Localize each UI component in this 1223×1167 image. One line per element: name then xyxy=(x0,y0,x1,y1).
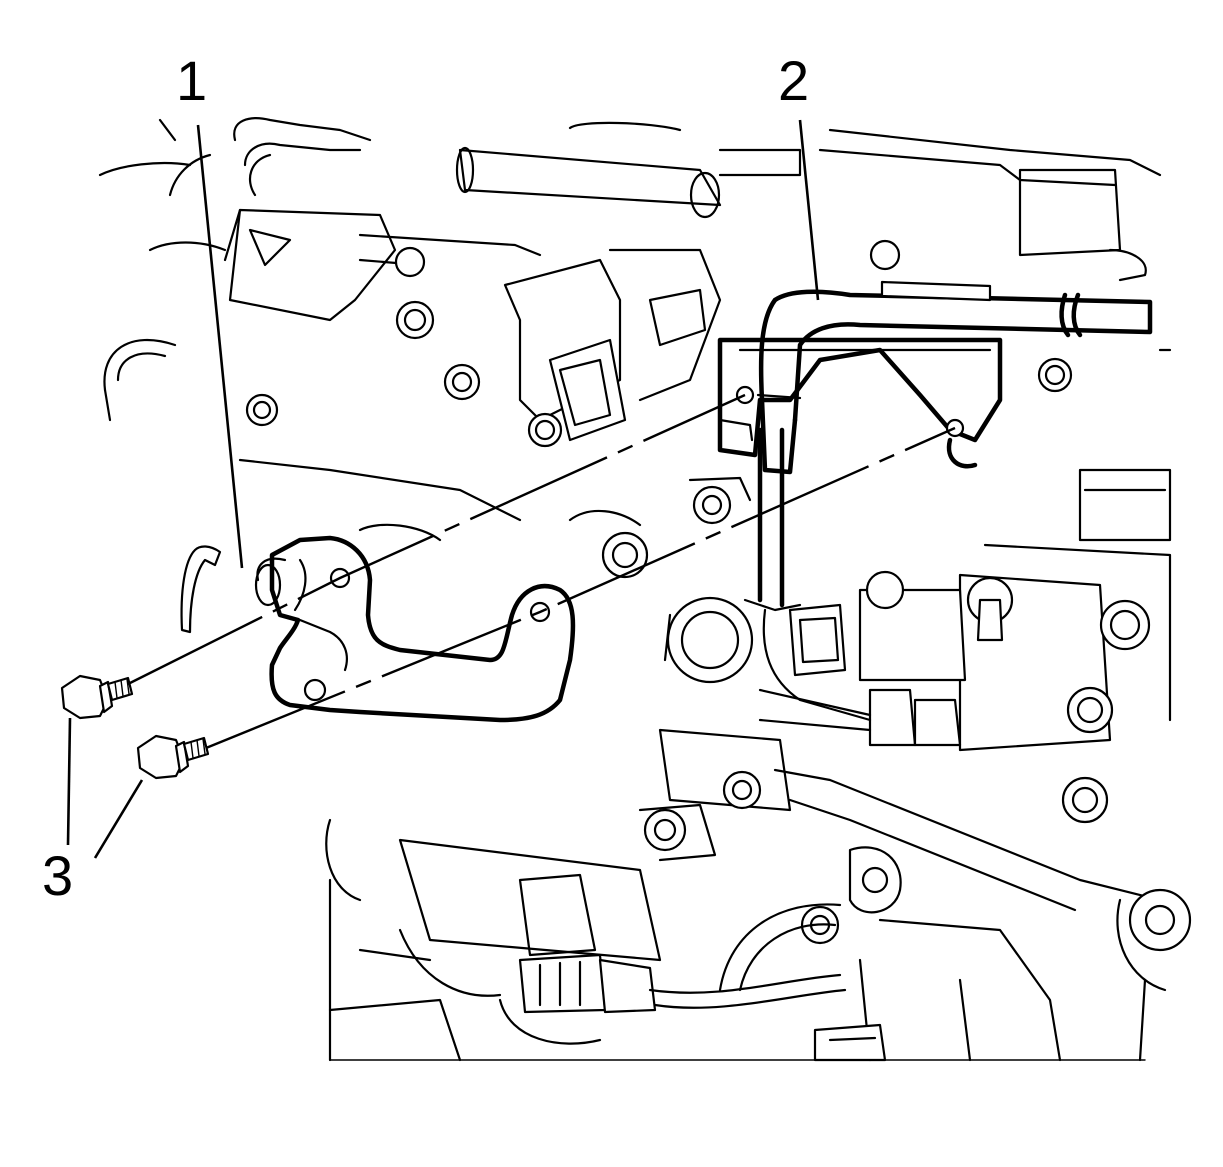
bracket-part xyxy=(180,535,576,723)
callout-3: 3 xyxy=(42,844,73,907)
assembly-line-upper xyxy=(127,393,746,686)
callout-leaders xyxy=(66,119,820,859)
leader-3b xyxy=(93,779,144,859)
leader-1 xyxy=(196,124,244,569)
bolt-icon xyxy=(60,674,210,780)
engine-background xyxy=(98,117,1192,1062)
callout-1: 1 xyxy=(176,49,207,112)
leader-2 xyxy=(798,119,820,301)
assembly-line-lower xyxy=(205,426,956,750)
callout-2: 2 xyxy=(778,49,809,112)
leader-3a xyxy=(66,717,72,846)
assembly-lines xyxy=(127,393,956,750)
